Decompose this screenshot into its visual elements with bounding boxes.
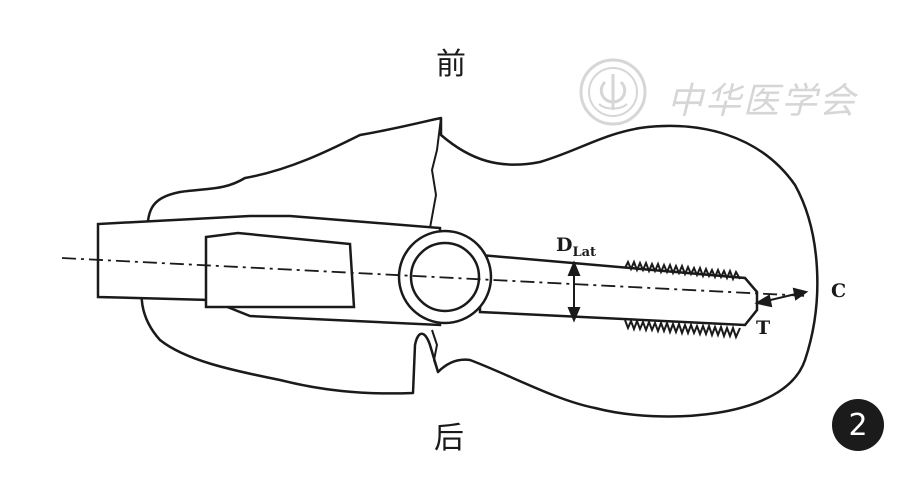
c-label: C bbox=[831, 280, 846, 302]
figure-number-badge: 2 bbox=[832, 399, 884, 451]
dlat-label-main: D bbox=[556, 234, 572, 256]
watermark-text: 中华医学会 bbox=[667, 81, 858, 122]
dlat-measurement-arrow bbox=[567, 260, 581, 323]
t-label: T bbox=[756, 317, 770, 339]
watermark-seal-icon bbox=[579, 58, 647, 126]
central-axis-line bbox=[61, 257, 809, 297]
fracture-line bbox=[429, 117, 442, 229]
screw-threads-bottom bbox=[624, 318, 741, 340]
dlat-label-sub: Lat bbox=[572, 245, 596, 260]
posterior-label: 后 bbox=[434, 421, 464, 456]
watermark: 中华医学会 bbox=[577, 58, 877, 128]
screw-threads-top bbox=[624, 259, 741, 282]
fracture-line-lower bbox=[431, 329, 439, 373]
tip-apex-distance-arrow bbox=[754, 287, 809, 308]
dlat-label: DLat bbox=[556, 234, 596, 260]
bone-outline bbox=[140, 116, 819, 418]
anterior-label: 前 bbox=[436, 47, 466, 82]
lag-screw-shaft bbox=[478, 253, 759, 327]
